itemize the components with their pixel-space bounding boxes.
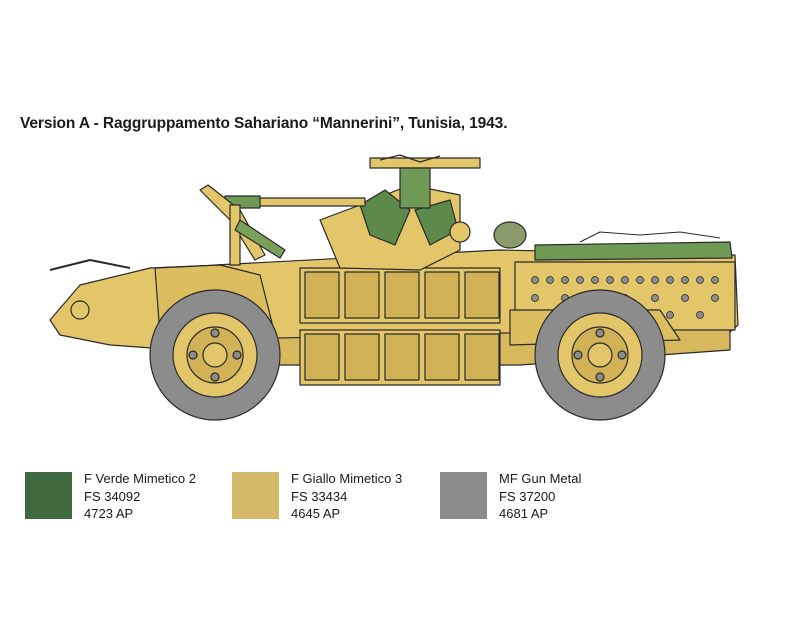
swatch-ap: 4681 AP <box>499 506 549 521</box>
swatch-ap: 4723 AP <box>84 506 134 521</box>
swatch-name: MF Gun Metal <box>499 471 582 486</box>
front-wheel <box>149 289 281 421</box>
machine-gun <box>199 184 286 266</box>
swatch-verde: F Verde Mimetico 2 FS 34092 4723 AP <box>25 470 196 523</box>
swatch-ap: 4645 AP <box>291 506 341 521</box>
gun-mount <box>224 154 481 271</box>
rear-wheel <box>534 289 666 421</box>
swatch-gunmetal: MF Gun Metal FS 37200 4681 AP <box>440 470 581 523</box>
color-swatch <box>25 472 72 519</box>
color-swatch <box>232 472 279 519</box>
rear-stowage <box>534 241 733 261</box>
jerrycan-rack <box>299 267 501 386</box>
page-title: Version A - Raggruppamento Sahariano “Ma… <box>20 115 508 132</box>
color-swatch <box>440 472 487 519</box>
spare-container <box>493 221 527 249</box>
swatch-name: F Verde Mimetico 2 <box>84 471 196 486</box>
swatch-name: F Giallo Mimetico 3 <box>291 471 403 486</box>
swatch-fs: FS 37200 <box>499 488 556 504</box>
swatch-fs: FS 34092 <box>84 488 141 504</box>
swatch-fs: FS 33434 <box>291 488 348 504</box>
headlight <box>70 300 90 320</box>
armored-vehicle-illustration <box>49 154 739 421</box>
swatch-giallo: F Giallo Mimetico 3 FS 33434 4645 AP <box>232 470 402 523</box>
